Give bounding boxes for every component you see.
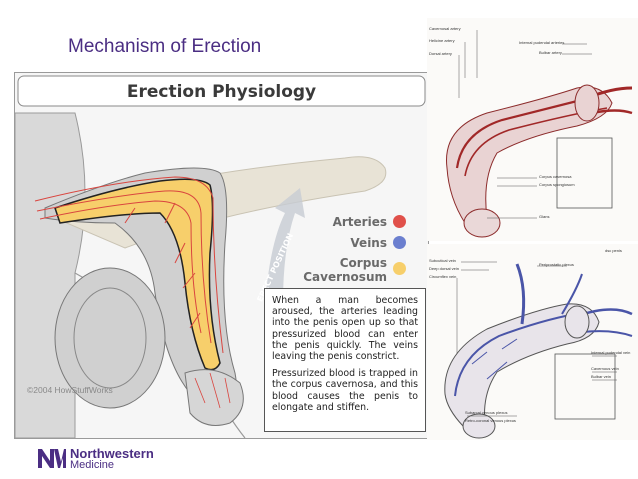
label-helicine-artery: Helicine artery xyxy=(429,38,455,43)
label-internal-pudendal-arteries: Internal pudendal arteries xyxy=(519,40,565,45)
callout-paragraph-1: When a man becomes aroused, the arteries… xyxy=(272,295,418,363)
label-circumflex-vein: Circumflex vein xyxy=(429,274,457,279)
label-deep-dorsal-vein: Deep dorsal vein xyxy=(429,266,460,271)
legend-veins-swatch xyxy=(393,236,406,249)
label-cavernous-vein: Cavernous vein xyxy=(591,366,619,371)
corner-label: dsc penis xyxy=(605,248,622,253)
legend-corpus-label-line2: Cavernosum xyxy=(303,270,387,284)
label-glans: Glans xyxy=(539,214,550,219)
venous-anatomy-figure: dsc penis Subcutical vein Deep dorsal ve… xyxy=(427,244,638,440)
logo-text-northwestern: Northwestern xyxy=(70,446,154,461)
label-corpus-cavernosa: Corpus cavernosa xyxy=(539,174,572,179)
label-dorsal-artery: Dorsal artery xyxy=(429,51,452,56)
arterial-anatomy-art xyxy=(446,30,633,238)
label-subcutical-vein: Subcutical vein xyxy=(429,258,456,263)
venous-anatomy-art xyxy=(444,261,633,439)
erection-physiology-panel: Erection Physiology ERECT POSITION Arter… xyxy=(14,72,429,439)
label-subarcal-venous-plexus: Subarcal venous plexus xyxy=(465,410,508,415)
logo-text-medicine: Medicine xyxy=(70,459,115,471)
label-periprostatic-plexus: Periprostatic plexus xyxy=(539,262,574,267)
label-retro-coronal-venous-plexus: Retro-coronal venous plexus xyxy=(465,418,516,423)
slide-title: Mechanism of Erection xyxy=(68,36,262,57)
legend-arteries-swatch xyxy=(393,215,406,228)
legend-corpus-swatch xyxy=(393,262,406,275)
label-cavernosal-artery: Cavernosal artery xyxy=(429,26,461,31)
panel-title: Erection Physiology xyxy=(126,82,317,102)
explanation-callout: When a man becomes aroused, the arteries… xyxy=(264,288,426,432)
legend-veins-label: Veins xyxy=(350,236,387,250)
label-bulbar-artery: Bulbar artery xyxy=(539,50,562,55)
northwestern-logo-icon xyxy=(36,446,66,475)
legend-corpus-label-line1: Corpus xyxy=(339,256,387,270)
panel-background-art xyxy=(15,75,426,438)
arterial-anatomy-figure: Cavernosal artery Helicine artery Dorsal… xyxy=(427,18,638,241)
label-bulbar-vein: Bulbar vein xyxy=(591,374,612,379)
callout-paragraph-2: Pressurized blood is trapped in the corp… xyxy=(272,368,418,413)
label-internal-pudendal-vein: Internal pudendal vein xyxy=(591,350,631,355)
legend-arteries-label: Arteries xyxy=(332,215,387,229)
label-corpus-spongiosum: Corpus spongiosum xyxy=(539,182,575,187)
copyright-text: ©2004 HowStuffWorks xyxy=(27,385,113,395)
